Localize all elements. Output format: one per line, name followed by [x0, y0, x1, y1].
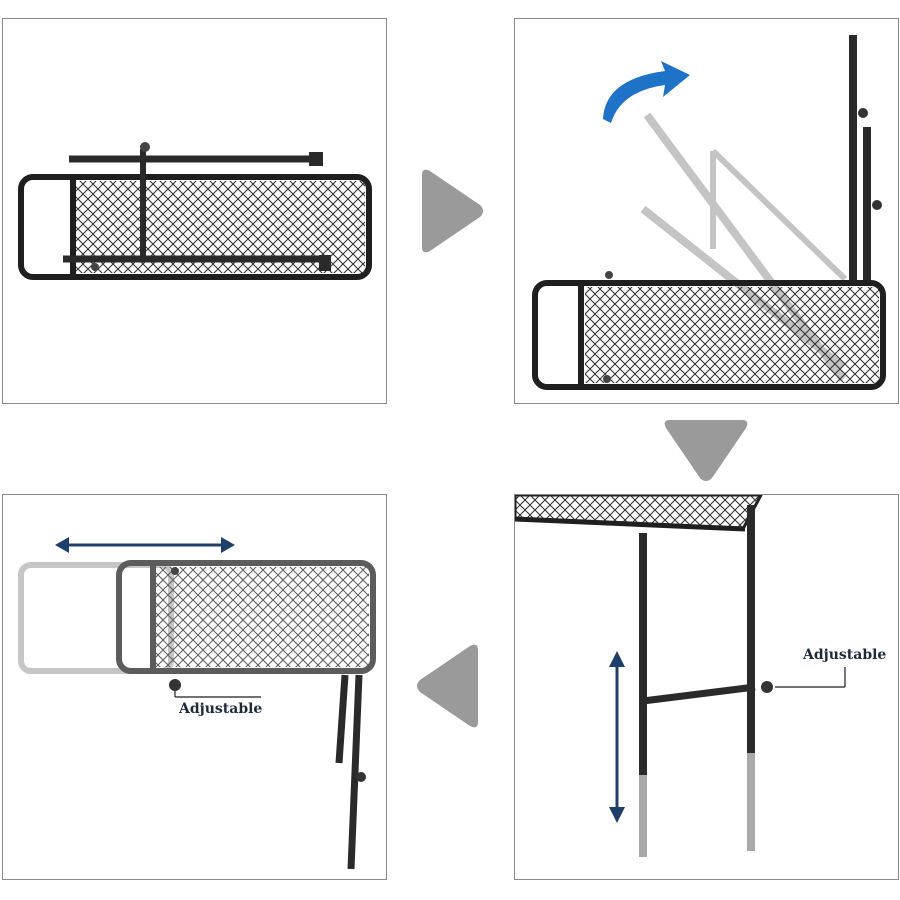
- chevron-down-icon: [664, 420, 748, 481]
- mesh-top: [585, 287, 879, 383]
- double-arrow-icon: [55, 537, 235, 553]
- adjustable-label: Adjustable: [179, 701, 263, 717]
- adjust-height-illustration: [515, 495, 846, 857]
- knob: [140, 142, 150, 152]
- curved-arrow-icon: [603, 61, 690, 123]
- panel-folded-table: [2, 18, 387, 404]
- double-arrow-icon: [609, 651, 625, 823]
- panel-adjust-height: Adjustable: [514, 494, 899, 880]
- mesh-top: [155, 567, 369, 667]
- adjust-extension-illustration: [18, 537, 376, 870]
- ghost-extension-frame: [18, 562, 174, 674]
- leg-front: [335, 674, 349, 764]
- folded-table-illustration: [18, 142, 372, 280]
- panel-adjust-extension: Adjustable: [2, 494, 387, 880]
- panel-unfold-legs: [514, 18, 899, 404]
- knob: [761, 681, 773, 693]
- ghost-brace-2: [710, 148, 848, 282]
- unfold-legs-illustration: [532, 35, 886, 390]
- leg-back: [347, 674, 363, 870]
- cross-brace: [642, 683, 756, 705]
- chevron-right-icon: [422, 169, 483, 253]
- table-frame: [18, 174, 372, 280]
- adjustable-label: Adjustable: [803, 647, 887, 663]
- chevron-left-icon: [417, 644, 478, 728]
- table-frame: [116, 560, 376, 674]
- knob: [169, 679, 181, 691]
- table-frame: [532, 280, 886, 390]
